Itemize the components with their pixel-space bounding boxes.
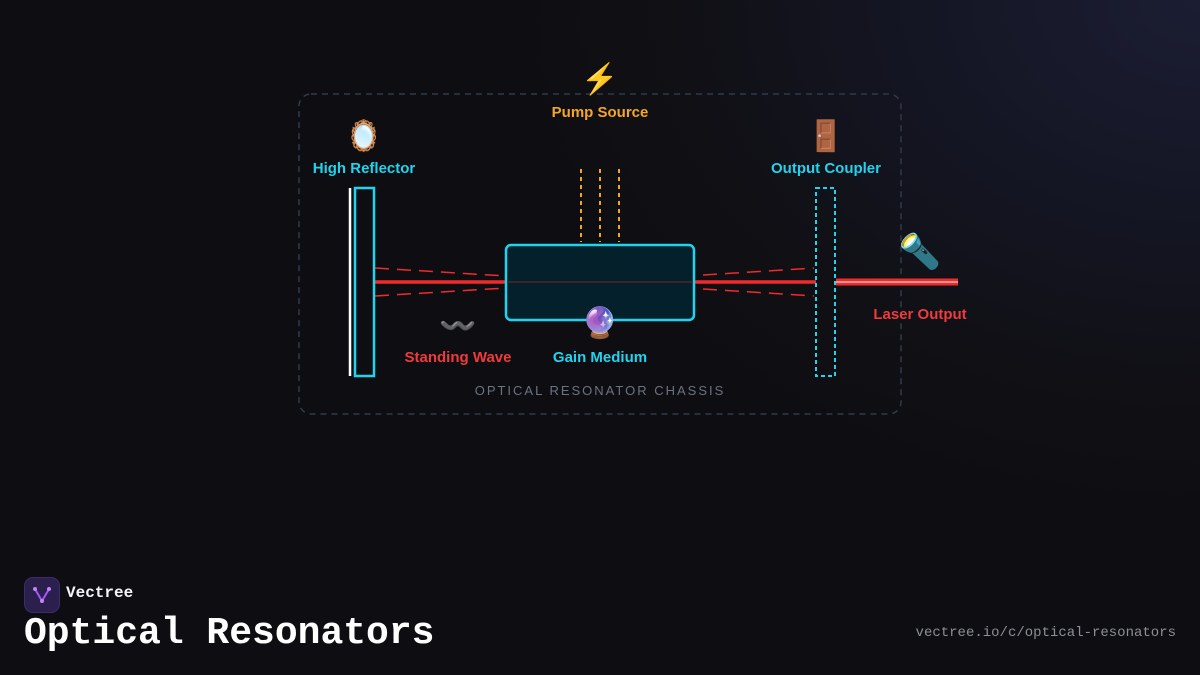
mirror-icon: 🪞 <box>345 120 383 153</box>
source-url[interactable]: vectree.io/c/optical-resonators <box>915 625 1176 641</box>
high-reflector-label: High Reflector <box>312 160 416 177</box>
door-icon: 🚪 <box>807 120 845 153</box>
beam-envelope-right-top <box>702 267 815 276</box>
lightning-icon: ⚡ <box>581 63 619 96</box>
gain-medium-crystal <box>504 243 696 322</box>
wave-icon: 〰️ <box>439 310 477 343</box>
gain-medium-label: Gain Medium <box>552 349 648 366</box>
beam-envelope-left-top <box>374 267 507 277</box>
vectree-logo <box>24 577 60 613</box>
chassis-label: OPTICAL RESONATOR CHASSIS <box>474 383 726 398</box>
crystal-ball-icon: 🔮 <box>581 307 619 340</box>
page-title: Optical Resonators <box>24 612 435 655</box>
standing-wave-label: Standing Wave <box>404 349 512 366</box>
vectree-logo-icon <box>33 587 51 603</box>
flashlight-icon: 🔦 <box>898 233 942 271</box>
laser-output-label: Laser Output <box>873 306 967 323</box>
beam-envelope-left-bottom <box>374 287 507 297</box>
beam-envelope-right-bottom <box>702 288 815 297</box>
output-coupler-label: Output Coupler <box>771 160 881 177</box>
brand-name: Vectree <box>66 584 134 602</box>
resonator-chassis <box>298 93 902 415</box>
pump-source-label: Pump Source <box>551 104 649 121</box>
output-coupler-mirror <box>815 187 836 377</box>
high-reflector-mirror <box>353 186 376 378</box>
